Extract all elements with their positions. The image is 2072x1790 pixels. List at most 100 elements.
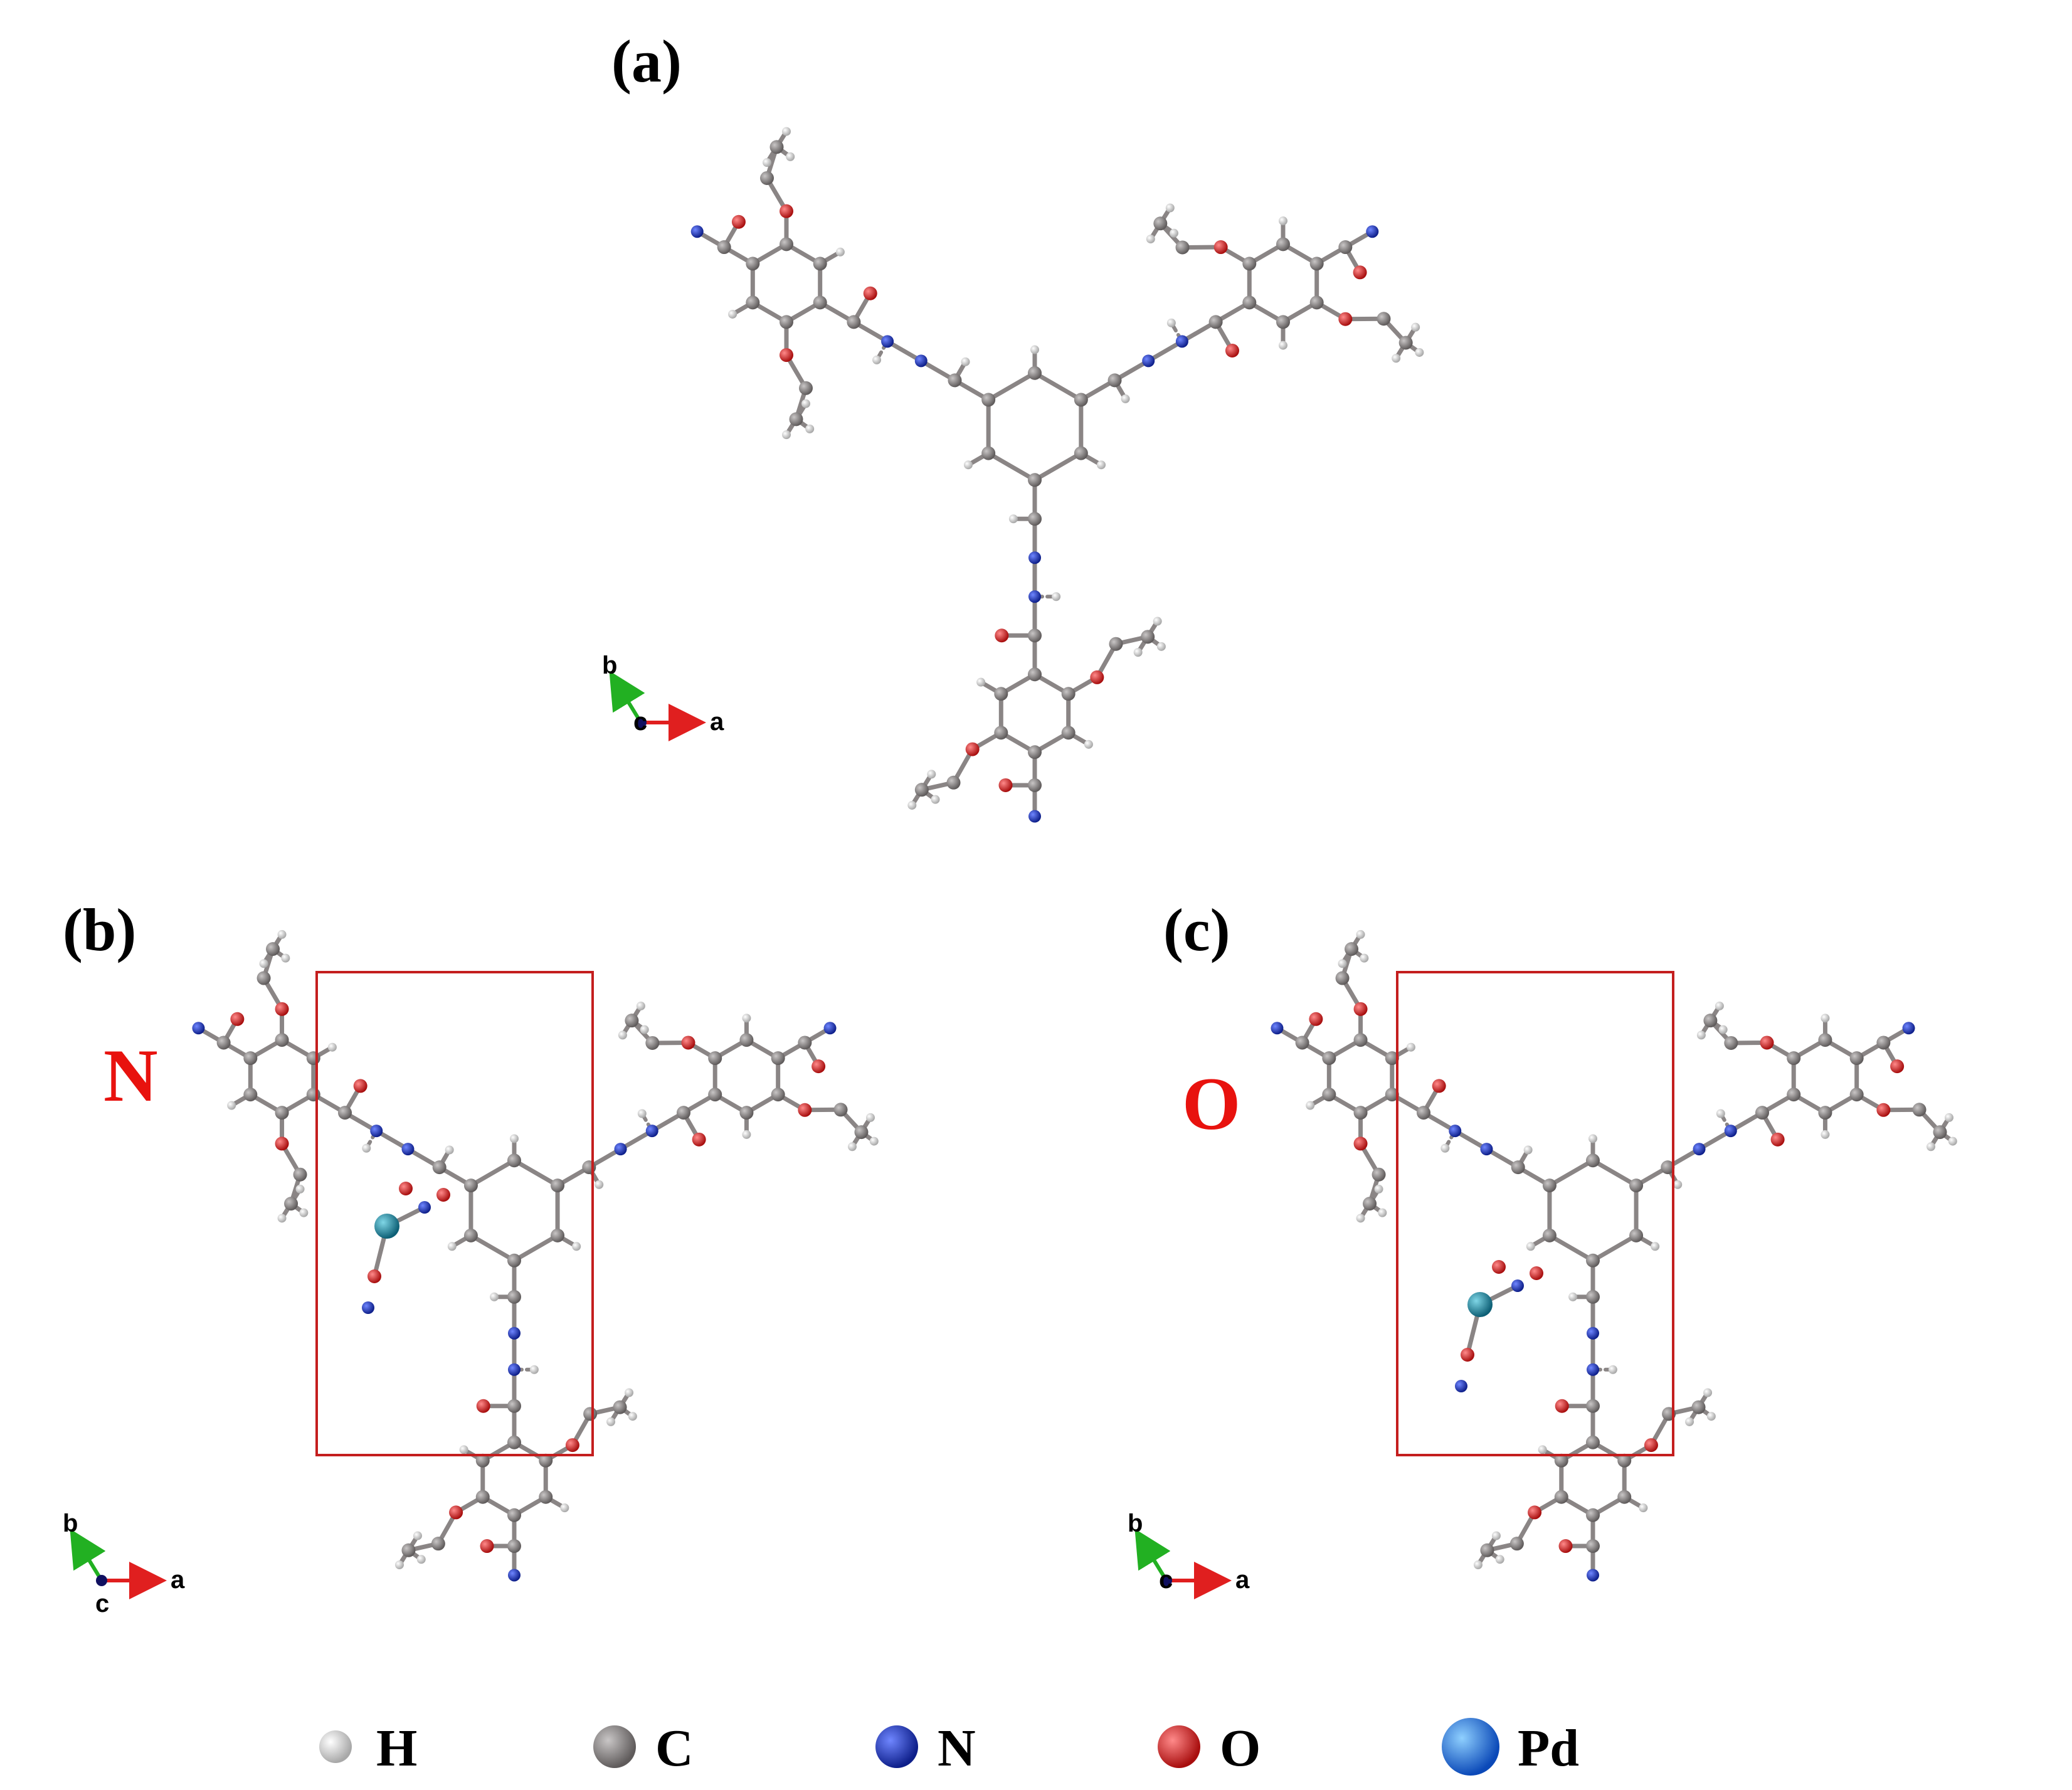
atom-c	[1912, 1103, 1927, 1117]
atom-n	[1028, 810, 1041, 823]
atom-c	[1787, 1088, 1801, 1102]
atom-n	[1587, 1327, 1599, 1340]
legend-sphere-n	[875, 1725, 918, 1768]
atom-c	[798, 1035, 812, 1050]
bond	[1590, 1158, 1639, 1188]
atom-o	[811, 1059, 826, 1074]
atom-h	[618, 1030, 627, 1040]
atom-c	[243, 1088, 258, 1102]
panel-b-label: (b)	[63, 896, 136, 963]
atom-h	[606, 1417, 616, 1426]
atom-o	[1353, 265, 1367, 280]
atom-c	[789, 412, 803, 426]
atom-h	[1473, 1560, 1483, 1570]
atom-c	[813, 257, 827, 271]
atom-h	[416, 1555, 426, 1564]
atom-n	[1175, 335, 1188, 348]
atom-c	[1109, 637, 1123, 651]
atom-c	[1028, 745, 1042, 760]
atom-h	[1156, 642, 1166, 651]
atom-c	[771, 1088, 785, 1102]
panel-c-highlight-box	[1396, 971, 1674, 1456]
atom-o	[399, 1182, 413, 1195]
atom-h	[1703, 1388, 1713, 1397]
atom-h	[625, 1388, 634, 1397]
atom-n	[823, 1022, 837, 1035]
atom-h	[1706, 1412, 1716, 1421]
atom-h	[907, 800, 917, 810]
atom-h	[1374, 1184, 1383, 1194]
axis-b-label: b	[1128, 1510, 1143, 1537]
atom-n	[1724, 1125, 1737, 1138]
atom-c	[1107, 373, 1122, 388]
atom-c	[1242, 295, 1257, 310]
atom-h	[637, 1109, 647, 1118]
atom-c	[1345, 942, 1359, 956]
atom-h	[1948, 1136, 1957, 1146]
atom-h	[445, 1145, 454, 1155]
atom-h	[628, 1412, 637, 1421]
atom-h	[1821, 1014, 1830, 1023]
bond	[512, 1158, 560, 1188]
atom-o	[449, 1505, 463, 1520]
atom-o	[480, 1539, 494, 1554]
atom-h	[1716, 1109, 1725, 1118]
molecule-structure-b	[192, 929, 879, 1582]
atom-h	[763, 158, 772, 167]
atom-c	[293, 1167, 307, 1182]
atom-o	[1555, 1399, 1569, 1413]
atom-h	[529, 1365, 539, 1374]
legend-label-c: C	[655, 1719, 694, 1777]
legend-item-n: N	[875, 1719, 976, 1777]
atom-c	[1074, 446, 1088, 460]
atom-c	[799, 381, 813, 395]
atom-h	[277, 929, 287, 939]
atom-c	[1061, 726, 1076, 740]
legend-item-h: H	[319, 1719, 417, 1777]
atom-h	[1821, 1130, 1830, 1139]
panel-c: (c) O abc	[1128, 896, 1957, 1599]
atom-o	[1353, 1002, 1368, 1016]
atom-c	[1933, 1125, 1947, 1140]
atom-o	[476, 1399, 490, 1413]
atom-c	[1787, 1051, 1801, 1066]
atom-h	[931, 795, 940, 804]
legend-item-pd: Pd	[1442, 1718, 1579, 1777]
atom-h	[1165, 203, 1175, 213]
atom-o	[1492, 1260, 1506, 1274]
atom-h	[865, 1113, 875, 1122]
atom-c	[284, 1197, 299, 1211]
atom-o	[1876, 1103, 1891, 1117]
atom-c	[1509, 1537, 1524, 1551]
atom-o	[1558, 1539, 1573, 1554]
atom-c	[994, 726, 1008, 740]
atom-o	[998, 778, 1013, 792]
atom-o	[353, 1079, 367, 1093]
atom-c	[507, 1290, 521, 1304]
atom-c	[1542, 1178, 1557, 1193]
atom-h	[595, 1180, 604, 1189]
atom-h	[1608, 1365, 1617, 1374]
atom-h	[1121, 394, 1130, 403]
atom-h	[1356, 929, 1365, 939]
atom-h	[1133, 648, 1143, 657]
atom-o	[1890, 1059, 1905, 1074]
atom-c	[739, 1033, 754, 1047]
atom-h	[1526, 1242, 1535, 1251]
atom-h	[1166, 318, 1176, 327]
atom-h	[1411, 322, 1420, 332]
axis-triad-c: abc	[1128, 1510, 1250, 1599]
atom-h	[963, 460, 973, 470]
atom-c	[306, 1051, 320, 1066]
atom-c	[708, 1088, 722, 1102]
atom-h	[281, 953, 290, 963]
atom-c	[1074, 393, 1088, 407]
atom-c	[1617, 1490, 1632, 1504]
bond	[1590, 1233, 1639, 1263]
atom-o	[230, 1012, 245, 1026]
atom-c	[1322, 1051, 1336, 1066]
atom-c	[475, 1453, 490, 1468]
atom-c	[1208, 315, 1223, 329]
legend-sphere-c	[593, 1725, 636, 1768]
atom-c	[1322, 1088, 1336, 1102]
